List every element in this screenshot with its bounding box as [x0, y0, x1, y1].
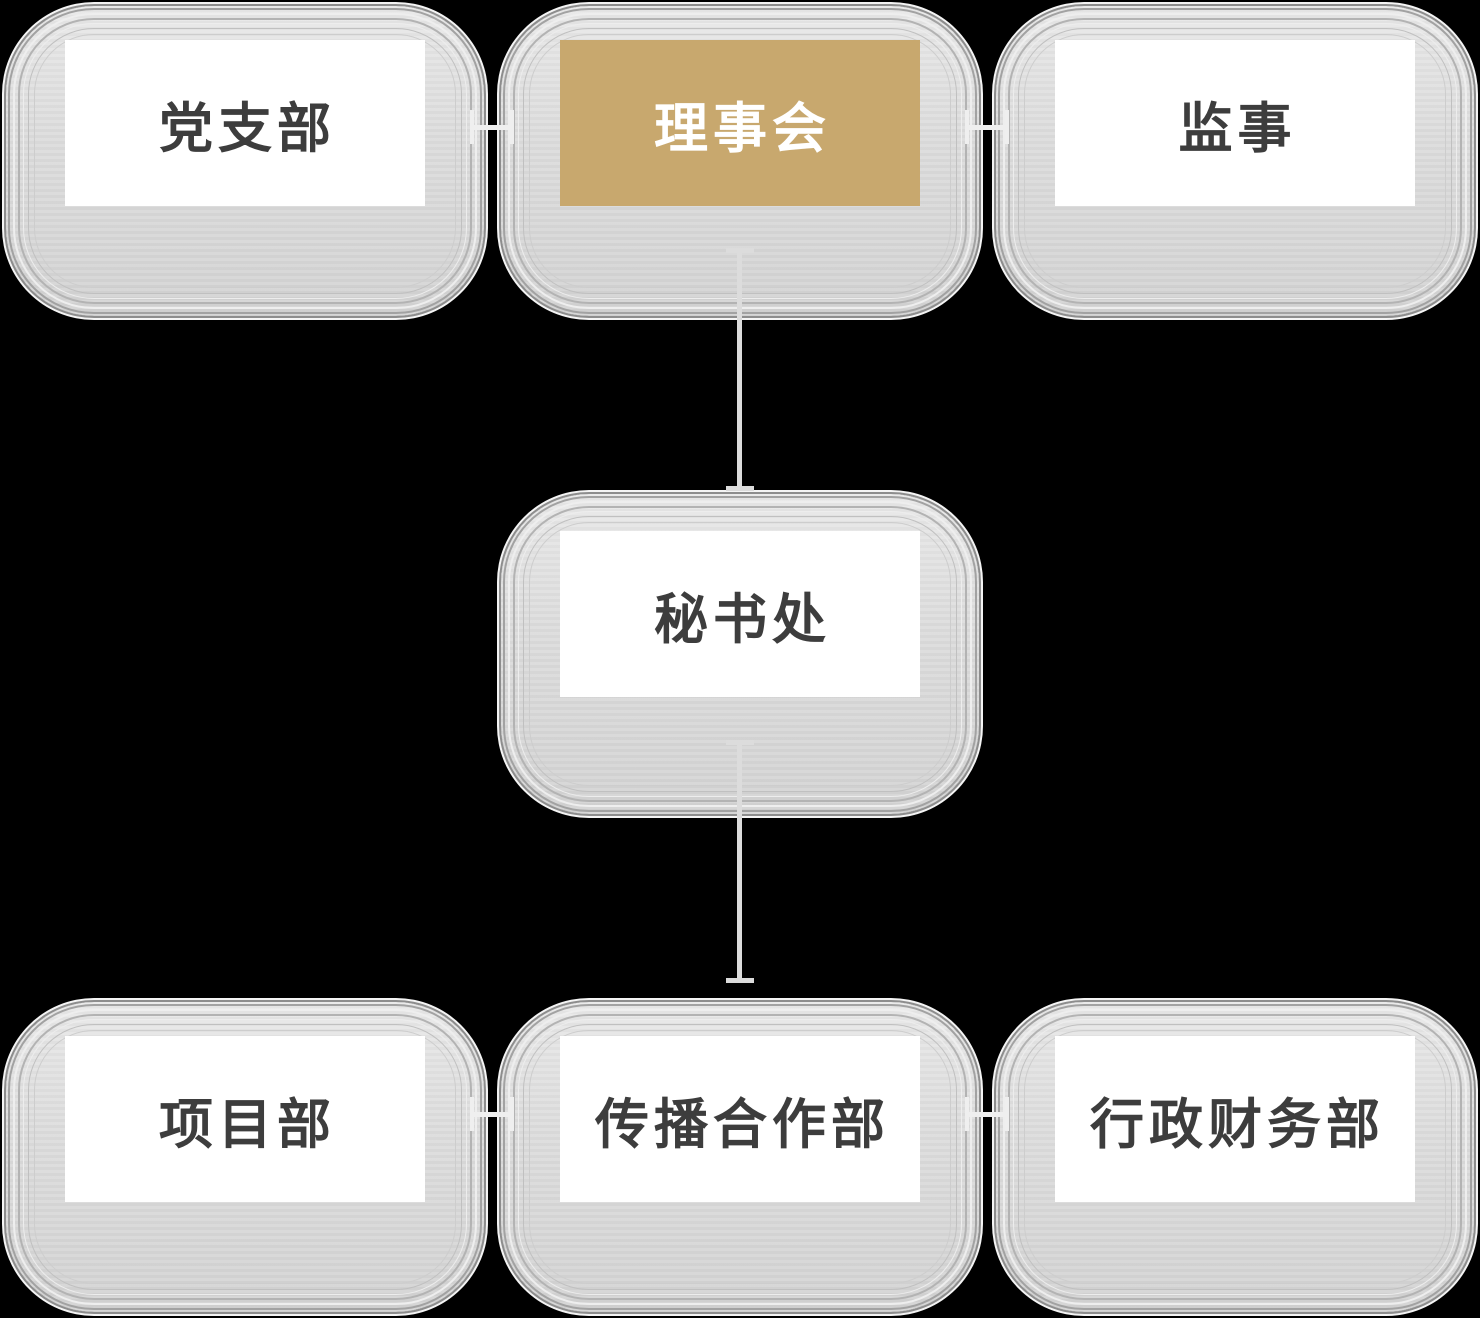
h-link-right-cap	[510, 110, 514, 144]
h-link-bar	[965, 125, 1009, 130]
node-label: 党支部	[159, 98, 336, 159]
org-node-party-branch: 党支部	[6, 6, 484, 316]
h-link-right-cap	[510, 1097, 514, 1131]
org-node-supervisor: 监事	[996, 6, 1474, 316]
org-node-admin-finance-dept: 行政财务部	[996, 1002, 1474, 1312]
node-label-box: 监事	[1055, 40, 1415, 206]
node-label-box: 秘书处	[560, 531, 920, 697]
h-link-board-supervisor	[965, 110, 1009, 144]
node-label-box: 党支部	[65, 40, 425, 206]
h-link-project-communication	[470, 1097, 514, 1131]
node-label: 项目部	[159, 1094, 336, 1155]
h-link-right-cap	[1005, 110, 1009, 144]
h-link-bar	[470, 125, 514, 130]
org-node-project-dept: 项目部	[6, 1002, 484, 1312]
node-label: 秘书处	[654, 589, 831, 650]
node-label-box: 项目部	[65, 1036, 425, 1202]
node-label-box: 传播合作部	[560, 1036, 920, 1202]
h-link-right-cap	[1005, 1097, 1009, 1131]
node-label: 传播合作部	[595, 1094, 890, 1155]
node-label: 理事会	[654, 98, 831, 159]
org-node-communication-cooperation-dept: 传播合作部	[501, 1002, 979, 1312]
connector-board-secretariat-bottom-cap	[726, 486, 754, 491]
node-label: 行政财务部	[1090, 1094, 1385, 1155]
node-label-box: 行政财务部	[1055, 1036, 1415, 1202]
connector-secretariat-departments-bottom-cap	[726, 978, 754, 983]
h-link-bar	[965, 1112, 1009, 1117]
connector-secretariat-departments-line	[737, 742, 742, 982]
node-label-box-highlighted: 理事会	[560, 40, 920, 206]
h-link-bar	[470, 1112, 514, 1117]
h-link-party-board	[470, 110, 514, 144]
h-link-communication-adminfinance	[965, 1097, 1009, 1131]
connector-board-secretariat-line	[737, 250, 742, 490]
node-label: 监事	[1178, 98, 1297, 159]
